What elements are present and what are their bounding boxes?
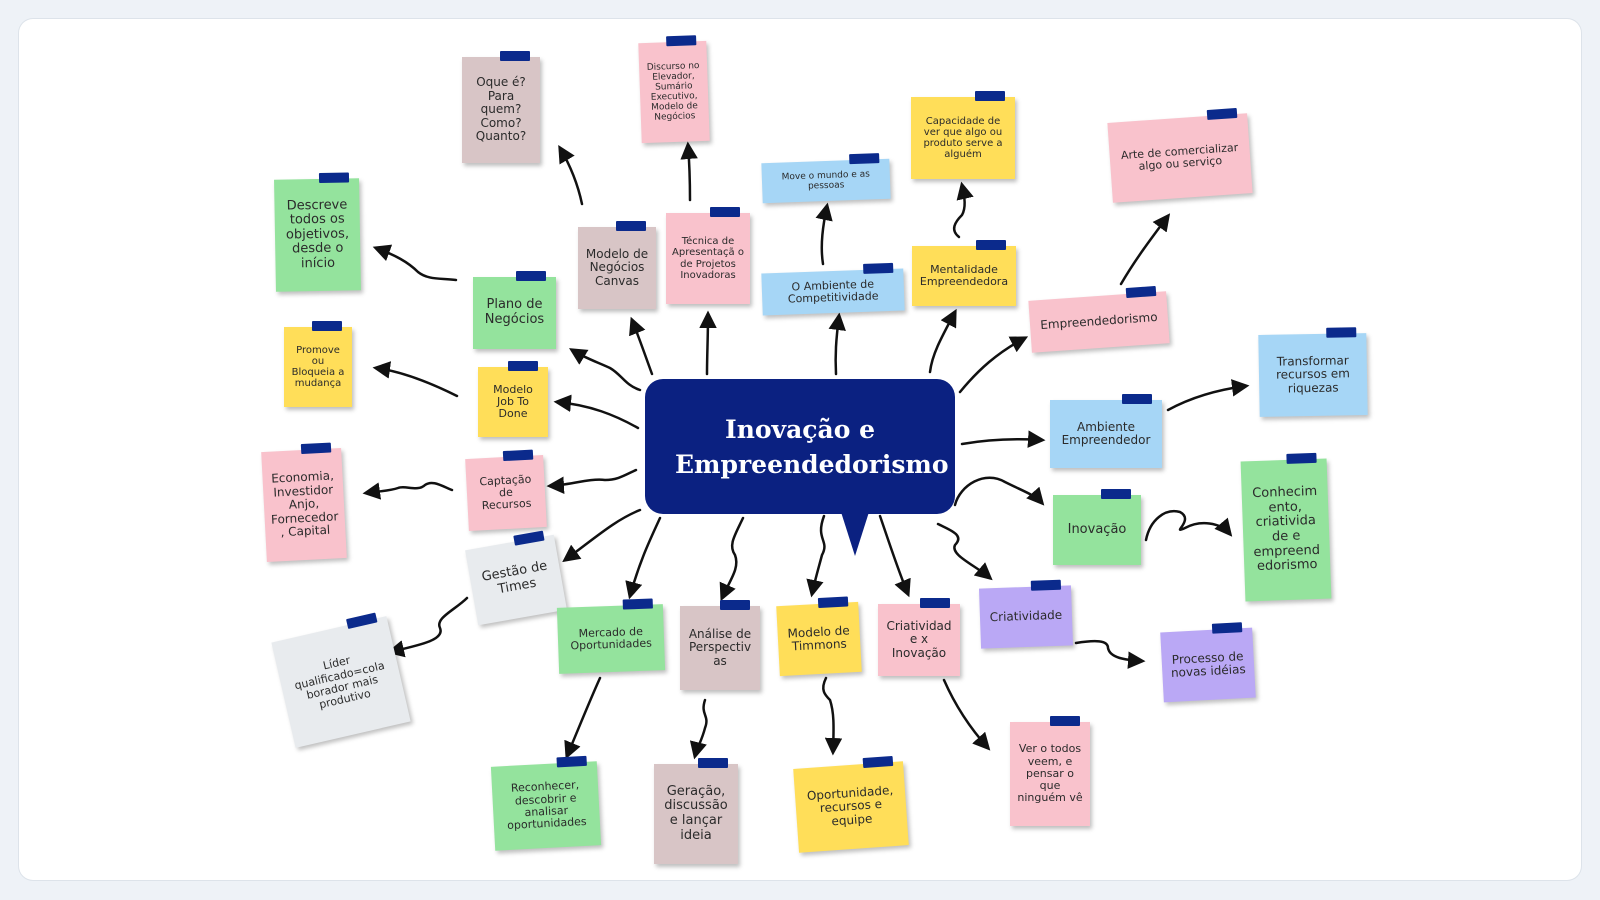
tape bbox=[720, 600, 750, 610]
tape bbox=[666, 35, 697, 47]
note-jtbd: Modelo Job To Done bbox=[478, 361, 548, 437]
note-gestao: Gestão de Times bbox=[465, 530, 567, 626]
note-geracao: Geração, discussão e lançar ideia bbox=[654, 758, 738, 864]
note-empreendedorismo: Empreendedorismo bbox=[1028, 285, 1170, 353]
tape bbox=[1050, 716, 1080, 726]
tape bbox=[817, 596, 849, 608]
note-processo: Processo de novas idéias bbox=[1160, 622, 1256, 703]
tape bbox=[862, 755, 894, 769]
tape bbox=[975, 91, 1005, 101]
tape bbox=[863, 262, 894, 274]
tape bbox=[920, 598, 950, 608]
tape bbox=[556, 755, 587, 768]
tape bbox=[976, 240, 1006, 250]
tape bbox=[1211, 622, 1243, 634]
note-criatividade: Criatividade bbox=[978, 579, 1074, 649]
note-arte: Arte de comercializar algo ou serviço bbox=[1107, 107, 1253, 203]
note-transformar: Transformar recursos em riquezas bbox=[1258, 327, 1368, 417]
tape bbox=[616, 221, 646, 231]
note-discurso: Discurso no Elevador, Sumário Executivo,… bbox=[638, 35, 710, 144]
tape bbox=[1101, 489, 1131, 499]
tape bbox=[502, 449, 534, 462]
tape bbox=[508, 361, 538, 371]
tape bbox=[300, 442, 332, 455]
tape bbox=[1122, 394, 1152, 404]
note-promove: Promove ou Bloqueia a mudança bbox=[284, 321, 352, 407]
tape bbox=[516, 271, 546, 281]
note-analise: Análise de Perspectivas bbox=[680, 600, 760, 690]
note-move-mundo: Move o mundo e as pessoas bbox=[761, 153, 891, 204]
note-cri-ino: Criatividade x Inovação bbox=[878, 598, 960, 676]
bubble-tail bbox=[841, 512, 869, 556]
note-ver-todos: Ver o todos veem, e pensar o que ninguém… bbox=[1010, 716, 1090, 826]
note-plano: Plano de Negócios bbox=[473, 271, 556, 349]
tape bbox=[1125, 285, 1157, 299]
note-mentalidade: Mentalidade Empreendedora bbox=[912, 240, 1016, 306]
note-economia: Economia, Investidor Anjo, Fornecedor, C… bbox=[261, 442, 347, 563]
tape bbox=[698, 758, 728, 768]
note-ambiente-comp: O Ambiente de Competitividade bbox=[761, 262, 905, 316]
tape bbox=[312, 321, 342, 331]
tape bbox=[1030, 579, 1062, 591]
note-mercado: Mercado de Oportunidades bbox=[556, 598, 666, 674]
tape bbox=[622, 598, 653, 610]
note-modelo-canvas: Modelo de Negócios Canvas bbox=[578, 221, 656, 309]
tape bbox=[318, 172, 350, 183]
tape bbox=[849, 153, 880, 165]
note-inovacao: Inovação bbox=[1053, 489, 1141, 565]
note-oque-e: Oque é? Para quem? Como? Quanto? bbox=[462, 51, 540, 163]
note-ambiente-emp: Ambiente Empreendedor bbox=[1050, 394, 1162, 468]
tape bbox=[1206, 107, 1238, 120]
tape bbox=[1326, 327, 1357, 338]
note-captacao: Captação de Recursos bbox=[465, 449, 547, 531]
note-descreve: Descreve todos os objetivos, desde o iní… bbox=[274, 172, 361, 292]
note-conhecimento: Conhecim ento, criativida de e empreend … bbox=[1240, 452, 1332, 602]
tape bbox=[500, 51, 530, 61]
tape bbox=[1286, 452, 1317, 464]
note-oportunidade: Oportunidade, recursos e equipe bbox=[793, 755, 909, 853]
note-capacidade: Capacidade de ver que algo ou produto se… bbox=[911, 91, 1015, 179]
note-timmons: Modelo de Timmons bbox=[776, 596, 862, 677]
central-topic-title: Inovação e Empreendedorismo bbox=[675, 414, 949, 479]
note-tecnica: Técnica de Apresentaçã o de Projetos Ino… bbox=[666, 207, 750, 304]
central-topic-bubble: Inovação e Empreendedorismo bbox=[645, 379, 955, 556]
tape bbox=[710, 207, 740, 217]
note-reconhecer: Reconhecer, descobrir e analisar oportun… bbox=[490, 755, 602, 851]
